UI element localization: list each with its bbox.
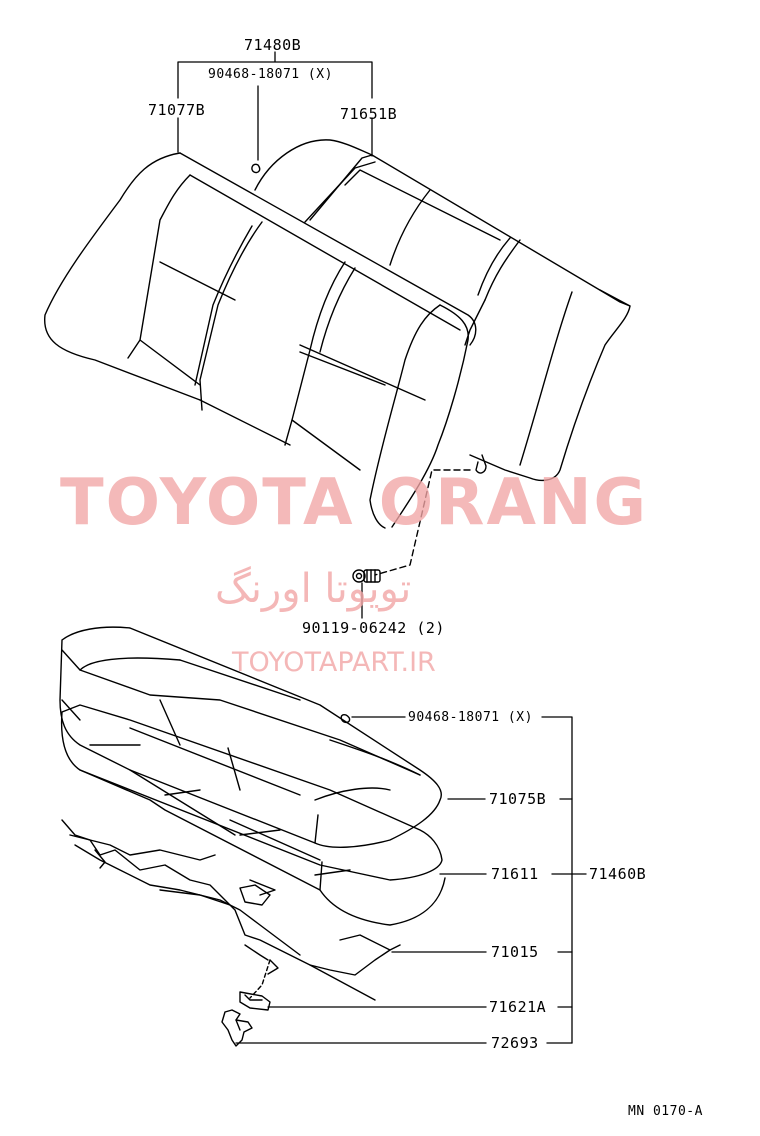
seat-cushion-cover [59, 626, 442, 848]
label-lock-hook: 71621A [489, 998, 547, 1016]
bolt-leader-dashed [374, 469, 471, 576]
label-cushion-pad: 71611 [491, 865, 539, 883]
label-cushion-hogring: 90468-18071 (X) [408, 710, 533, 725]
seat-back-cover [44, 152, 477, 529]
watermark-arabic: تویوتا اورنگ [215, 566, 412, 612]
label-cushion-assembly: 71460B [589, 865, 647, 883]
hog-ring-icon [251, 163, 261, 174]
clip-icon [221, 1009, 253, 1047]
label-back-assembly: 71480B [244, 36, 302, 54]
label-back-hogring: 90468-18071 (X) [208, 67, 333, 82]
label-back-cover: 71077B [148, 101, 206, 119]
label-clip: 72693 [491, 1034, 539, 1052]
label-cushion-frame: 71015 [491, 943, 539, 961]
watermark-title: TOYOTA ORANG [60, 466, 649, 540]
cushion-hog-ring-icon [340, 713, 351, 724]
label-cushion-cover: 71075B [489, 790, 547, 808]
lock-hook-icon [239, 991, 271, 1011]
lock-leader-dashed [249, 959, 271, 999]
label-bolt: 90119-06242 (2) [302, 619, 445, 637]
seat-back-pad [254, 139, 631, 482]
bolt-icon [352, 569, 381, 583]
seat-cushion-frame [61, 819, 401, 1001]
label-back-pad: 71651B [340, 105, 398, 123]
figure-code: MN 0170-A [628, 1104, 703, 1119]
seat-cushion-pad [60, 704, 446, 926]
watermark-site: TOYOTAPART.IR [232, 647, 436, 678]
leader-lines [177, 51, 587, 1044]
